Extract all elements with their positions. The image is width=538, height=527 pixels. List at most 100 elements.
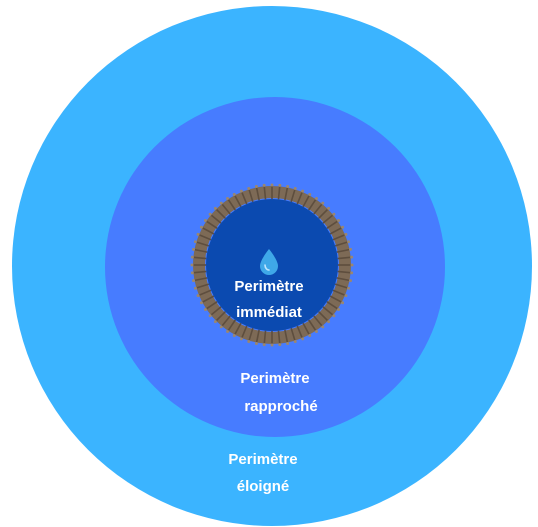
fence-post <box>322 213 335 224</box>
fence-post-cap <box>190 263 194 267</box>
fence-post <box>214 311 226 323</box>
fence-post-cap <box>350 271 354 275</box>
fence-ring <box>190 183 354 347</box>
fence-post <box>226 198 236 211</box>
fence-post <box>277 185 281 200</box>
fence-post <box>318 311 330 323</box>
fence-post <box>195 241 210 247</box>
fence-post <box>255 329 260 344</box>
fence-post <box>332 289 347 297</box>
fence-post-cap <box>203 219 207 223</box>
water-drop-icon <box>260 249 278 275</box>
fence-post-cap <box>332 212 336 216</box>
fence-post <box>296 190 304 205</box>
fence-post <box>318 207 330 219</box>
fence-post <box>336 248 351 253</box>
fence-post <box>201 226 215 235</box>
fence-post <box>195 283 210 289</box>
fence-post-cap <box>226 330 230 334</box>
fence-post <box>255 186 260 201</box>
fence-post-cap <box>247 186 251 190</box>
fence-post-cap <box>301 189 305 193</box>
outer-zone-label-line2: éloigné <box>236 478 290 495</box>
fence-post-cap <box>192 247 196 251</box>
fence-post-cap <box>270 183 274 187</box>
fence-post-cap <box>286 185 290 189</box>
fence-post-cap <box>308 192 312 196</box>
fence-post-cap <box>193 286 197 290</box>
fence-post <box>308 198 318 211</box>
fence-post-cap <box>341 301 345 305</box>
fence-post <box>220 315 231 328</box>
fence-post-cap <box>278 183 282 187</box>
fence-post-cap <box>332 314 336 318</box>
fence-post-cap <box>327 206 331 210</box>
fence-post-cap <box>344 232 348 236</box>
fence-post-cap <box>213 206 217 210</box>
fence-post-cap <box>239 189 243 193</box>
fence-post-cap <box>193 240 197 244</box>
fence-post-cap <box>192 279 196 283</box>
fence-post-cap <box>208 212 212 216</box>
fence-post-cap <box>347 286 351 290</box>
fence-post-cap <box>314 330 318 334</box>
fence-post <box>248 188 254 203</box>
fence-post <box>192 270 207 274</box>
fence-post <box>209 306 222 317</box>
fence-post-cap <box>208 314 212 318</box>
fence-post <box>263 185 267 200</box>
fence-post-cap <box>219 201 223 205</box>
fence-post-cap <box>262 343 266 347</box>
fence-post-cap <box>301 337 305 341</box>
fence-post-cap <box>337 307 341 311</box>
fence-post <box>308 319 318 332</box>
fence-post <box>332 233 347 241</box>
fence-post-cap <box>203 307 207 311</box>
fence-post-cap <box>321 201 325 205</box>
fence-post-cap <box>337 219 341 223</box>
fence-post <box>226 319 236 332</box>
fence-post-cap <box>347 240 351 244</box>
fence-post <box>329 226 343 235</box>
fence-post-cap <box>262 183 266 187</box>
fence-post <box>337 270 352 274</box>
fence-post-cap <box>308 334 312 338</box>
fence-post-cap <box>219 325 223 329</box>
fence-post <box>192 256 207 260</box>
fence-post <box>336 277 351 282</box>
fence-post <box>197 289 212 297</box>
fence-post-cap <box>199 225 203 229</box>
fence-post <box>284 186 289 201</box>
fence-post-cap <box>321 325 325 329</box>
fence-post <box>205 219 218 229</box>
fence-post <box>337 256 352 260</box>
fence-post-cap <box>348 247 352 251</box>
fence-post-cap <box>199 301 203 305</box>
inner-zone-label-line1: Perimètre <box>234 278 304 295</box>
fence-post <box>240 325 248 340</box>
fence-post-cap <box>254 185 258 189</box>
fence-post <box>322 306 335 317</box>
fence-post <box>334 283 349 289</box>
fence-post <box>290 188 296 203</box>
middle-zone-label-line1: Perimètre <box>240 370 310 387</box>
fence-post-cap <box>270 343 274 347</box>
fence-post <box>233 194 242 208</box>
fence-post-cap <box>239 337 243 341</box>
fence-post <box>240 190 248 205</box>
fence-post <box>326 219 339 229</box>
fence-post <box>277 330 281 345</box>
fence-post-cap <box>348 279 352 283</box>
fence-post <box>302 322 311 336</box>
fence-post <box>263 330 267 345</box>
fence-post-cap <box>190 271 194 275</box>
fence-post-cap <box>293 186 297 190</box>
fence-post-cap <box>350 255 354 259</box>
fence-post <box>313 202 324 215</box>
fence-post <box>197 233 212 241</box>
fence-post-cap <box>286 341 290 345</box>
fence-post <box>209 213 222 224</box>
fence-post-cap <box>226 196 230 200</box>
fence-post-cap <box>232 334 236 338</box>
